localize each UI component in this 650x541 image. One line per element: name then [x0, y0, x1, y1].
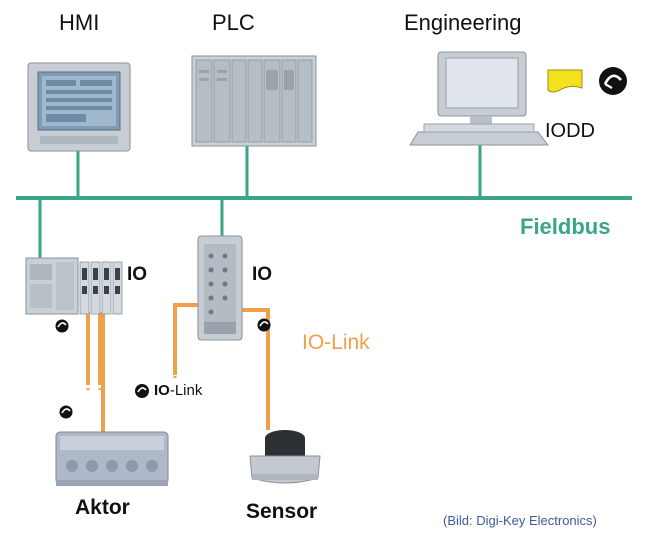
plc-device: [191, 55, 317, 147]
io-right-device: [197, 235, 243, 341]
iolink-label: IO-Link: [302, 331, 370, 354]
io-link-symbol-icon: [59, 405, 73, 419]
io-link-symbol-icon: [55, 319, 69, 333]
io-left-device: [25, 257, 123, 315]
io-link-symbol-icon: [257, 318, 271, 332]
sensor-device: [249, 430, 321, 484]
aktor-device: [55, 431, 169, 486]
engineering-label: Engineering: [404, 10, 522, 35]
io-right-label: IO: [252, 264, 273, 285]
iolink-cables: [86, 303, 270, 435]
sensor-label: Sensor: [246, 500, 318, 523]
plc-label: PLC: [212, 10, 255, 35]
hmi-device: [27, 62, 131, 152]
iodd-label: IODD: [545, 120, 595, 142]
iolink-logo-rest: -Link: [169, 382, 203, 399]
iolink-logo: IO-Link: [134, 382, 202, 399]
io-link-symbol-icon: [599, 67, 627, 95]
io-left-label: IO: [127, 264, 148, 285]
aktor-label: Aktor: [75, 496, 130, 519]
iolink-logo-bold: IO: [154, 382, 170, 399]
engineering-pc: [409, 51, 550, 146]
fieldbus-label: Fieldbus: [520, 214, 611, 239]
iodd-card-icon: [547, 69, 583, 93]
io-link-symbol-icon: [135, 383, 149, 398]
hmi-label: HMI: [59, 10, 100, 35]
image-credit: (Bild: Digi-Key Electronics): [443, 513, 597, 528]
